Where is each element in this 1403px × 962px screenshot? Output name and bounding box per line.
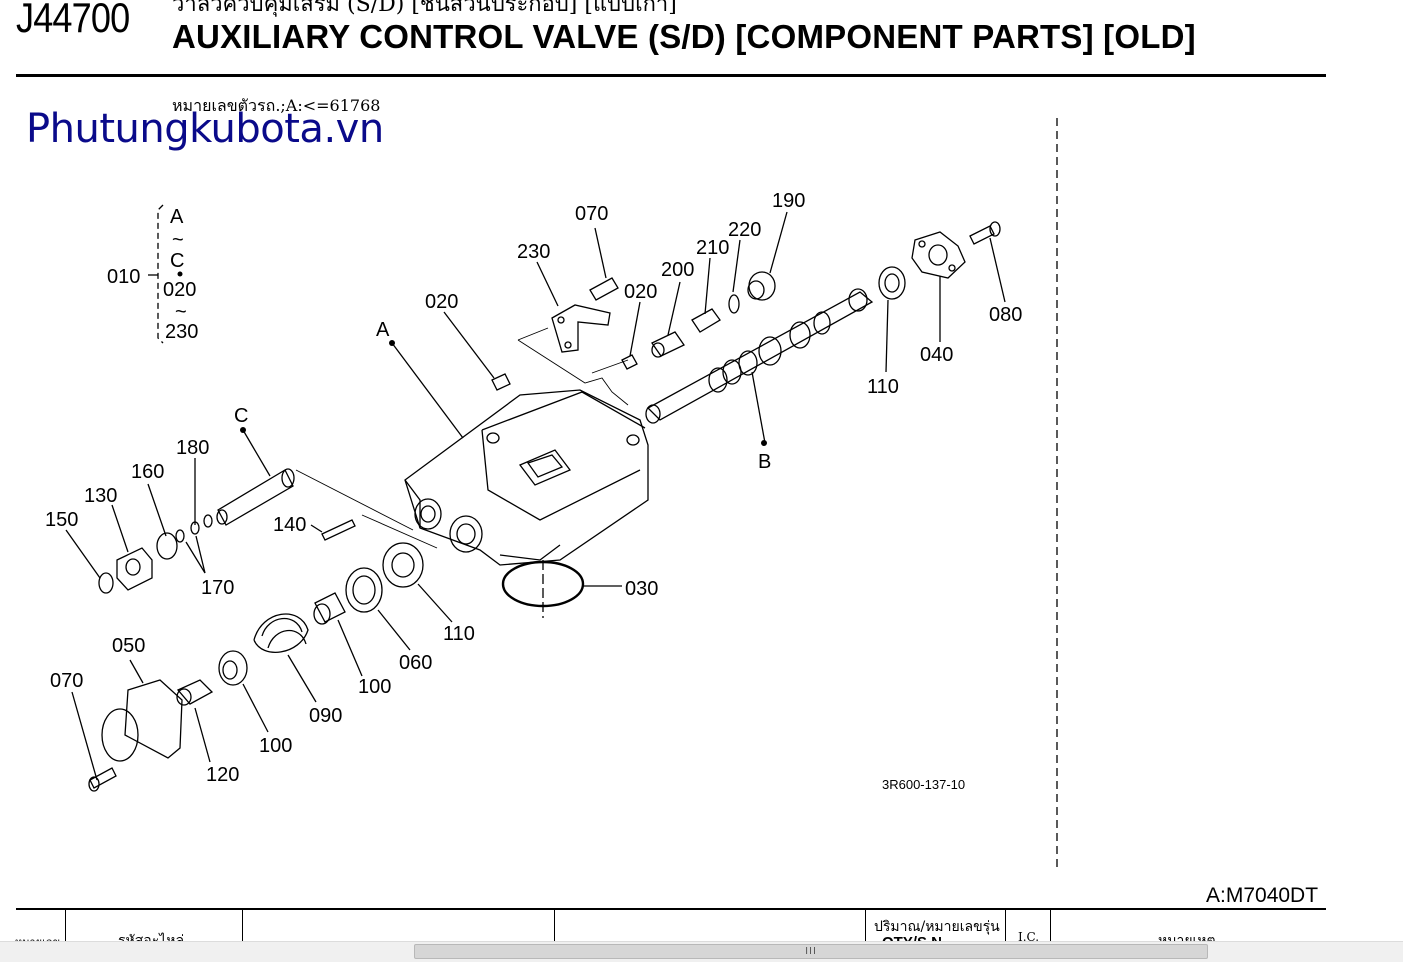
exploded-parts-diagram: A ~ C 020 ~ 230 010 070 230 020 020 200 … xyxy=(45,118,1058,872)
label-a: A xyxy=(376,319,390,341)
spool-b xyxy=(645,288,874,424)
legend-line-4: 020 xyxy=(163,279,196,301)
legend-line-1: A xyxy=(170,206,184,228)
label-150: 150 xyxy=(45,509,78,531)
grip-icon: III xyxy=(805,946,817,957)
o-ring-170a xyxy=(203,514,213,528)
bracket-230 xyxy=(551,304,611,353)
label-060: 060 xyxy=(399,652,432,674)
serial-note: หมายเลขตัวรถ.;A:<=61768 xyxy=(172,96,381,115)
nut-130 xyxy=(116,547,153,591)
washer-060 xyxy=(345,567,383,613)
seal-110-top xyxy=(878,266,906,300)
spring-090 xyxy=(253,613,309,653)
label-170: 170 xyxy=(201,577,234,599)
screw-020a xyxy=(621,354,638,370)
scrollbar-thumb[interactable]: III xyxy=(414,944,1208,959)
spring-210 xyxy=(691,308,721,333)
cover-050 xyxy=(124,679,183,759)
legend-number: 010 xyxy=(107,266,140,288)
label-b: B xyxy=(758,451,771,473)
label-100b: 100 xyxy=(259,735,292,757)
model-label: A:M7040DT xyxy=(1206,884,1319,907)
col-qty-model: ปริมาณ/หมายเลขรุ่น xyxy=(874,919,1000,935)
legend-line-2: ~ xyxy=(172,229,184,251)
legend-line-5: ~ xyxy=(175,301,187,323)
label-110b: 110 xyxy=(443,623,475,645)
spring-seat-100b xyxy=(218,650,248,686)
horizontal-scrollbar[interactable]: III xyxy=(0,941,1403,962)
watermark-logo: Phutungkubota.vn xyxy=(26,106,384,152)
title-thai: วาล์วควบคุมเสริม (S/D) [ชิ้นส่วนประกอบ] … xyxy=(172,0,677,17)
label-020a: 020 xyxy=(425,291,458,313)
o-ring-160 xyxy=(156,532,178,560)
label-130: 130 xyxy=(84,485,117,507)
label-050: 050 xyxy=(112,635,145,657)
stopper-120 xyxy=(176,679,214,705)
bolt-070b xyxy=(89,767,117,789)
label-090: 090 xyxy=(309,705,342,727)
seal-110-bottom xyxy=(382,542,424,588)
col-ic: I.C. xyxy=(1018,930,1040,944)
label-210: 210 xyxy=(696,237,729,259)
label-c: C xyxy=(234,405,248,427)
label-180: 180 xyxy=(176,437,209,459)
label-140: 140 xyxy=(273,514,306,536)
label-040: 040 xyxy=(920,344,953,366)
plunger-c xyxy=(217,469,294,526)
label-120: 120 xyxy=(206,764,239,786)
bolt-070a xyxy=(589,277,619,301)
o-ring-220 xyxy=(728,294,740,314)
spool-200 xyxy=(651,331,685,357)
legend-bracket xyxy=(157,204,164,344)
page-title: AUXILIARY CONTROL VALVE (S/D) [COMPONENT… xyxy=(172,18,1196,55)
label-080: 080 xyxy=(989,304,1022,326)
spring-seat-100a xyxy=(314,592,346,623)
label-100a: 100 xyxy=(358,676,391,698)
label-190: 190 xyxy=(772,190,805,212)
legend-line-6: 230 xyxy=(165,321,198,343)
bolt-080 xyxy=(969,225,995,245)
label-160: 160 xyxy=(131,461,164,483)
label-220: 220 xyxy=(728,219,761,241)
label-230: 230 xyxy=(517,241,550,263)
page-code: J44700 xyxy=(16,0,130,41)
screw-020b xyxy=(491,373,511,391)
pin-140 xyxy=(321,519,356,541)
label-070a: 070 xyxy=(575,203,608,225)
label-200: 200 xyxy=(661,259,694,281)
label-070b: 070 xyxy=(50,670,83,692)
legend-line-3: C xyxy=(170,250,184,272)
label-020b: 020 xyxy=(624,281,657,303)
snap-ring-150 xyxy=(98,572,114,594)
flange-plate-040 xyxy=(911,231,966,279)
table-top-rule xyxy=(16,908,1326,910)
label-030: 030 xyxy=(625,578,658,600)
label-110a: 110 xyxy=(867,376,899,398)
header-rule xyxy=(16,74,1326,77)
valve-body xyxy=(404,389,649,566)
drawing-code: 3R600-137-10 xyxy=(882,777,965,792)
